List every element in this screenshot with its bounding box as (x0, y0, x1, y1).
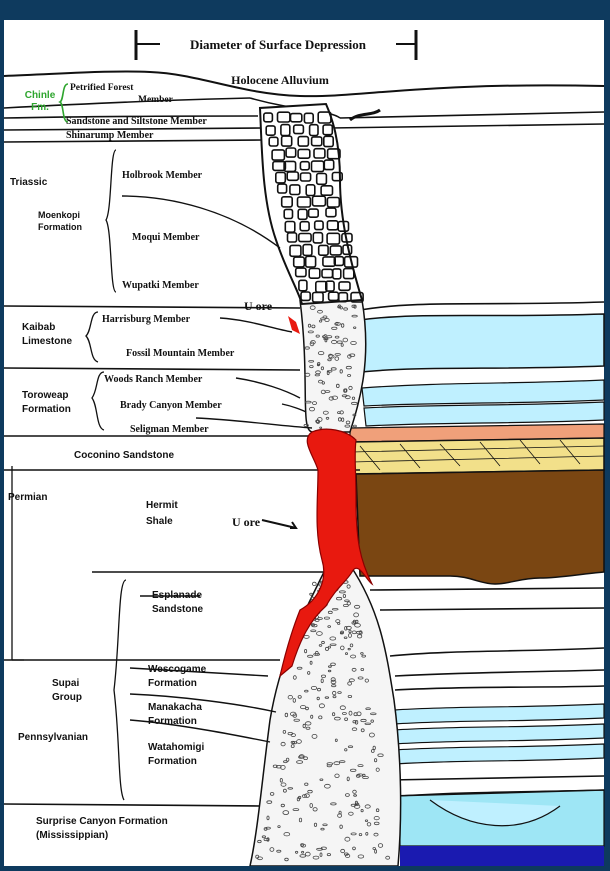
watahomigi-label: Watahomigi (148, 742, 205, 753)
redwall-band (400, 846, 604, 866)
hermit-shale-band (356, 470, 604, 584)
manakacha-label: Manakacha (148, 702, 202, 713)
wescogame-label: Wescogame (148, 664, 207, 675)
wupatki-label: Wupatki Member (122, 280, 199, 291)
upper-ore-label: U ore (244, 299, 273, 313)
alluvium-label: Holocene Alluvium (231, 73, 329, 87)
moenkopi-formation-label: Formation (38, 222, 82, 232)
kaibab-limestone-label: Limestone (22, 336, 72, 347)
holbrook-label: Holbrook Member (122, 170, 203, 181)
surprise-canyon-label: Surprise Canyon Formation (36, 816, 168, 827)
esplanade-sandstone-label: Sandstone (152, 604, 204, 615)
coconino-label: Coconino Sandstone (74, 450, 174, 461)
triassic-label: Triassic (10, 177, 48, 188)
petrified-forest-label: Petrified Forest (70, 83, 134, 93)
petrified-forest-member-label: Member (138, 95, 174, 105)
moqui-label: Moqui Member (132, 232, 200, 243)
supai-group-label: Group (52, 692, 82, 703)
chinle-fm-label: Fm. (31, 102, 49, 113)
harrisburg-label: Harrisburg Member (102, 314, 191, 325)
watahomigi-formation-label: Formation (148, 756, 197, 767)
permian-label: Permian (8, 492, 47, 503)
sandstone-siltstone-label: Sandstone and Siltstone Member (66, 116, 207, 127)
moenkopi-label: Moenkopi (38, 210, 80, 220)
supai-label: Supai (52, 678, 79, 689)
chinle-label: Chinle (25, 90, 56, 101)
toroweap-label: Toroweap (22, 390, 68, 401)
pennsylvanian-label: Pennsylvanian (18, 732, 88, 743)
toroweap-formation-label: Formation (22, 404, 71, 415)
shinarump-label: Shinarump Member (66, 130, 154, 141)
kaibab-band (360, 314, 604, 372)
fossil-mountain-label: Fossil Mountain Member (126, 348, 235, 359)
seligman-label: Seligman Member (130, 424, 209, 435)
diameter-label: Diameter of Surface Depression (190, 37, 367, 52)
esplanade-label: Esplanade (152, 590, 202, 601)
brady-canyon-label: Brady Canyon Member (120, 400, 222, 411)
hermit-label: Hermit (146, 500, 178, 511)
kaibab-label: Kaibab (22, 322, 55, 333)
woods-ranch-label: Woods Ranch Member (104, 374, 203, 385)
lower-ore-label: U ore (232, 515, 261, 529)
mississippian-label: (Mississippian) (36, 830, 108, 841)
manakacha-formation-label: Formation (148, 716, 197, 727)
shale-label: Shale (146, 516, 173, 527)
coconino-band (350, 438, 604, 474)
wescogame-formation-label: Formation (148, 678, 197, 689)
